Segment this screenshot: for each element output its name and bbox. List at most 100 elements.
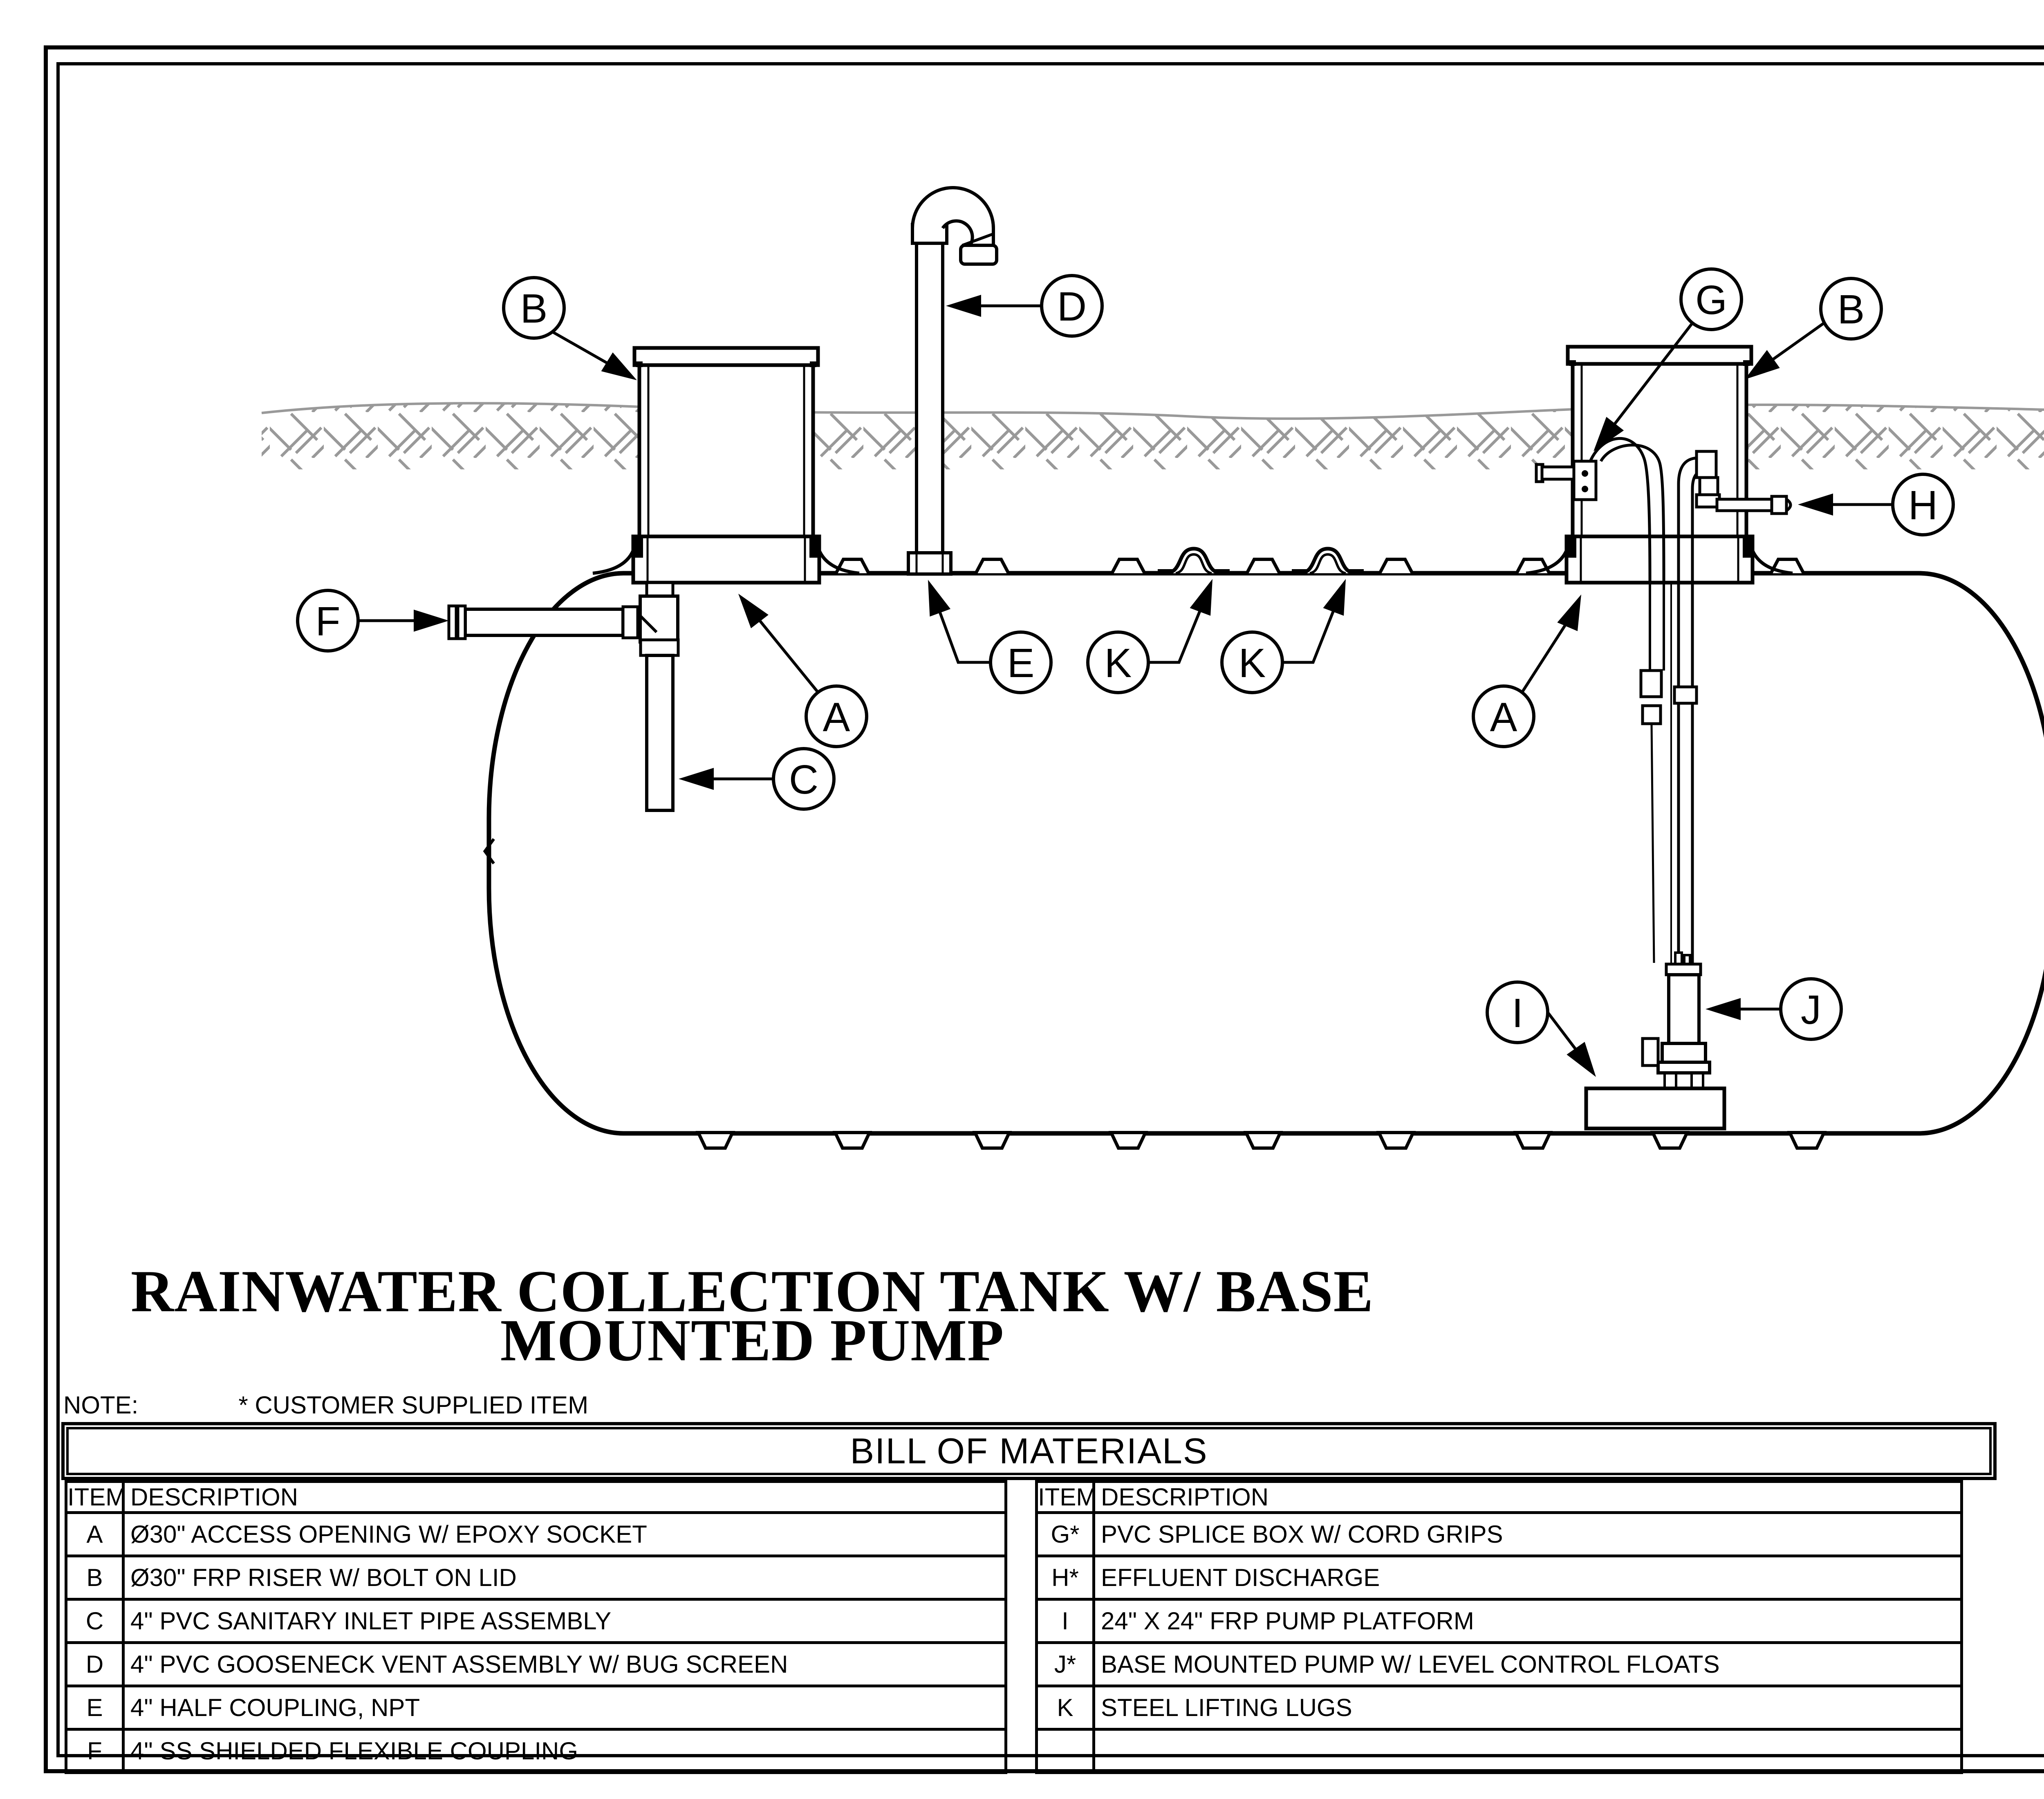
pump-body [1667, 973, 1701, 1045]
pump-cord [1599, 444, 1665, 583]
callout-bubble [989, 630, 1053, 694]
splice-box [1572, 460, 1598, 501]
vent-pipe [915, 240, 944, 575]
drawing-title: RAINWATER COLLECTION TANK W/ BASE MOUNTE… [69, 1258, 1435, 1373]
callout-h: H [1798, 473, 1955, 536]
callout-bubble [1819, 277, 1883, 341]
leader-arrowhead [1706, 998, 1741, 1020]
effluent-discharge-pipe [1715, 498, 1773, 512]
bom-description-cell [1092, 1728, 1963, 1774]
callout-letter: C [789, 757, 818, 803]
bom-row: H*EFFLUENT DISCHARGE [1035, 1554, 1963, 1601]
pump-assembly [1584, 951, 1726, 1131]
bom-description-cell: STEEL LIFTING LUGS [1092, 1685, 1963, 1731]
callout-letter: I [1512, 990, 1523, 1036]
bom-description-cell: 4" HALF COUPLING, NPT [122, 1685, 1007, 1731]
callout-bubble [1891, 473, 1955, 536]
callout-a2: A [1472, 594, 1581, 748]
callout-g: G [1594, 267, 1743, 451]
drawing-title-line2: MOUNTED PUMP [500, 1307, 1004, 1373]
bom-description-cell: PVC SPLICE BOX W/ CORD GRIPS [1092, 1511, 1963, 1557]
bom-item-cell: I [1035, 1598, 1095, 1644]
right-riser-lid [1566, 345, 1753, 366]
leader-arrowhead [946, 295, 981, 317]
discharge-elbow [1695, 450, 1718, 479]
conduit-nipple [1540, 465, 1576, 481]
bom-col-description: DESCRIPTION [1092, 1480, 1963, 1514]
pump-cord [1589, 437, 1652, 583]
ground-hatch [261, 402, 2044, 469]
half-coupling [907, 551, 953, 576]
leader-arrowhead [1567, 1042, 1596, 1077]
left-riser-lid [632, 346, 820, 367]
bom-row [1035, 1728, 1963, 1774]
pump-feed-lines [1639, 583, 1698, 974]
callout-a1: A [738, 594, 868, 748]
bom-item-cell: B [65, 1554, 125, 1601]
note: NOTE:* CUSTOMER SUPPLIED ITEM [63, 1391, 588, 1419]
drawing-title-line1: RAINWATER COLLECTION TANK W/ BASE [130, 1258, 1374, 1324]
vent-assembly [907, 186, 998, 576]
bom-item-cell: A [65, 1511, 125, 1557]
inlet-tee [639, 594, 679, 644]
callout-bubble [1040, 274, 1104, 338]
bom-col-item: ITEM [1035, 1480, 1095, 1514]
bom-description-cell: 4" SS SHIELDED FLEXIBLE COUPLING [122, 1728, 1007, 1774]
bom-header-row: ITEM DESCRIPTION [65, 1480, 1007, 1514]
leader-arrowhead [1190, 579, 1213, 616]
callout-b1: B [502, 276, 637, 380]
bom-item-cell: J* [1035, 1641, 1095, 1687]
gooseneck-arch [911, 186, 995, 248]
callout-letter: A [1490, 694, 1517, 740]
callout-letter: K [1239, 640, 1266, 686]
callout-bubble [772, 747, 836, 811]
inlet-assembly [447, 581, 680, 812]
callout-bubble [1086, 630, 1150, 694]
bom-item-cell: K [1035, 1685, 1095, 1731]
note-label: NOTE: [63, 1391, 139, 1419]
callout-letter: K [1105, 640, 1132, 686]
riser-internals [1535, 437, 1792, 583]
inlet-pipe [464, 608, 625, 637]
callout-letter: E [1007, 640, 1035, 686]
bom-item-cell: H* [1035, 1554, 1095, 1601]
bom-item-cell: C [65, 1598, 125, 1644]
lifting-lug-1 [1158, 547, 1230, 575]
bom-title: BILL OF MATERIALS [66, 1427, 1992, 1475]
bom-col-description: DESCRIPTION [122, 1480, 1007, 1514]
callout-k1: K [1086, 579, 1213, 694]
leader-arrowhead [1798, 493, 1833, 516]
left-riser [632, 346, 820, 538]
leader-arrowhead [679, 768, 714, 790]
left-access-opening [592, 534, 860, 585]
pump-platform [1584, 1086, 1726, 1131]
bom-row: J*BASE MOUNTED PUMP W/ LEVEL CONTROL FLO… [1035, 1641, 1963, 1687]
bom-description-cell: Ø30" FRP RISER W/ BOLT ON LID [122, 1554, 1007, 1601]
flexible-coupling-band [621, 605, 639, 639]
drop-pipe [645, 654, 675, 812]
callout-k2: K [1220, 579, 1346, 694]
bom-header-row: ITEM DESCRIPTION [1035, 1480, 1963, 1514]
callout-bubble [1779, 977, 1843, 1041]
bom-description-cell: BASE MOUNTED PUMP W/ LEVEL CONTROL FLOAT… [1092, 1641, 1963, 1687]
bom-description-cell: 4" PVC GOOSENECK VENT ASSEMBLY W/ BUG SC… [122, 1641, 1007, 1687]
float-bracket [1639, 669, 1663, 698]
float-cord [1650, 723, 1655, 963]
bom-description-cell: Ø30" ACCESS OPENING W/ EPOXY SOCKET [122, 1511, 1007, 1557]
bom-table-right: ITEM DESCRIPTION G*PVC SPLICE BOX W/ COR… [1035, 1480, 1963, 1774]
callout-bubble [296, 589, 360, 653]
bom-col-item: ITEM [65, 1480, 125, 1514]
vent-screen-cap [959, 244, 998, 266]
lifting-lug-2 [1292, 547, 1364, 575]
leader-arrowhead [1745, 350, 1780, 379]
end-seam-nub-left [483, 838, 495, 865]
leader-arrowhead [928, 580, 951, 617]
bom-item-cell: G* [1035, 1511, 1095, 1557]
bom-item-cell [1035, 1728, 1095, 1774]
